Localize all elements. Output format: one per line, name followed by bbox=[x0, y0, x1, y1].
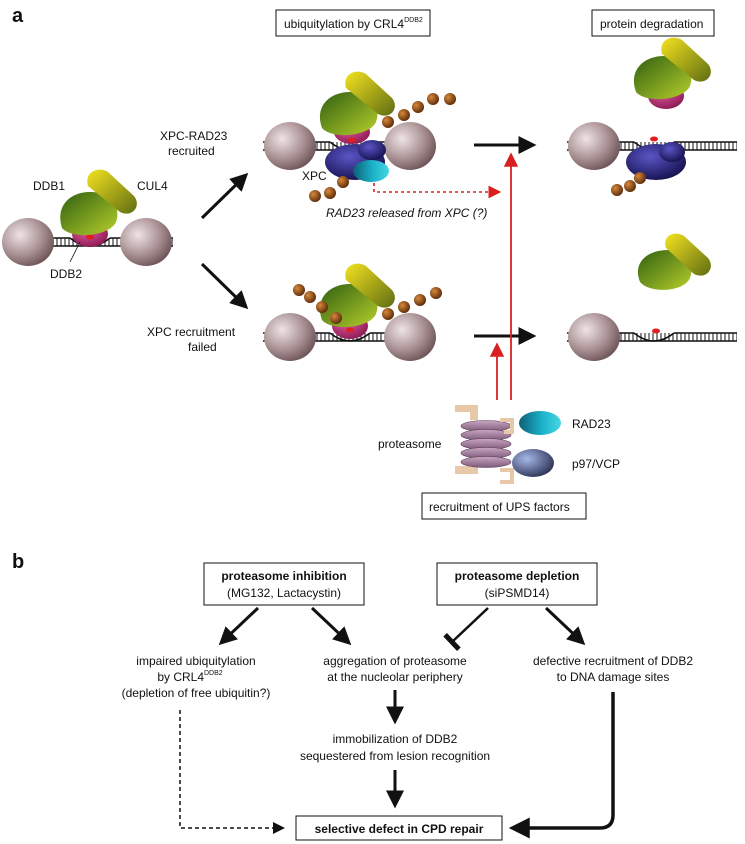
ubiquitin bbox=[382, 308, 394, 320]
inhibition-box: proteasome inhibition (MG132, Lactacysti… bbox=[203, 562, 365, 606]
degradation-complex-top bbox=[567, 37, 737, 196]
label-ddb1: DDB1 bbox=[33, 179, 65, 193]
label-ddb2: DDB2 bbox=[50, 267, 82, 281]
inhibition-detail: (MG132, Lactacystin) bbox=[227, 586, 341, 600]
cul4-protein bbox=[345, 71, 395, 116]
ddb1-protein bbox=[60, 192, 118, 236]
selective-defect-box: selective defect in CPD repair bbox=[295, 815, 503, 841]
ubiquitin bbox=[382, 116, 394, 128]
ddb1-protein bbox=[633, 56, 692, 100]
degradation-complex-bottom bbox=[567, 233, 737, 361]
ubiquitin bbox=[309, 190, 321, 202]
label-xpc-failed-line1: XPC recruitment bbox=[147, 325, 236, 339]
proteasome-icon bbox=[455, 405, 514, 484]
cul4-protein bbox=[661, 37, 711, 82]
ubiquitin bbox=[624, 180, 636, 192]
header-ubiquitylation-sup: DDB2 bbox=[404, 17, 423, 24]
recruitment-ups-box: recruitment of UPS factors bbox=[421, 492, 587, 520]
ubiquitin bbox=[427, 93, 439, 105]
histone-left bbox=[568, 122, 620, 170]
label-xpc-rad23-line1: XPC-RAD23 bbox=[160, 129, 228, 143]
label-proteasome: proteasome bbox=[378, 437, 442, 451]
ubiquitylated-complex-with-xpc bbox=[263, 71, 456, 202]
ubiquitin bbox=[316, 301, 328, 313]
ddb1-protein bbox=[319, 92, 378, 136]
histone-left bbox=[264, 122, 316, 170]
label-rad23-released: RAD23 released from XPC (?) bbox=[326, 206, 487, 220]
ubiquitin bbox=[304, 291, 316, 303]
ubiquitin bbox=[293, 284, 305, 296]
arrow-up-branch bbox=[200, 172, 249, 220]
header-ubiquitylation-text: ubiquitylation by CRL4 bbox=[284, 17, 404, 31]
impaired-line2-sup: DDB2 bbox=[204, 670, 223, 677]
legend-rad23: RAD23 bbox=[572, 417, 611, 431]
svg-text:ubiquitylation by CRL4DDB2: ubiquitylation by CRL4DDB2 bbox=[284, 17, 423, 31]
recruitment-ups-text: recruitment of UPS factors bbox=[429, 500, 570, 514]
histone-left bbox=[264, 313, 316, 361]
panel-a-letter: a bbox=[12, 5, 24, 27]
label-cul4: CUL4 bbox=[137, 179, 168, 193]
ubiquitylated-complex-no-xpc bbox=[263, 263, 442, 361]
histone-right bbox=[120, 218, 172, 266]
cul4-protein bbox=[665, 233, 711, 276]
aggregation-line1: aggregation of proteasome bbox=[323, 654, 467, 668]
arrow-defective-to-defect bbox=[508, 692, 615, 839]
cul4-protein bbox=[345, 263, 395, 308]
dashed-arrow-impaired-to-defect bbox=[179, 710, 285, 834]
defective-line2: to DNA damage sites bbox=[557, 670, 670, 684]
ubiquitin bbox=[611, 184, 623, 196]
rad23-protein bbox=[353, 160, 389, 182]
panel-b-letter: b bbox=[12, 551, 24, 573]
immobilization-line1: immobilization of DDB2 bbox=[333, 732, 458, 746]
header-degradation-text: protein degradation bbox=[600, 17, 703, 31]
impaired-line2: by CRL4 bbox=[157, 670, 204, 684]
ubiquitin bbox=[330, 312, 342, 324]
p97-legend-icon bbox=[512, 449, 554, 477]
inhibit-depletion-to-aggregation bbox=[443, 607, 489, 651]
header-ubiquitylation-box: ubiquitylation by CRL4DDB2 bbox=[275, 9, 431, 37]
ubiquitin bbox=[398, 301, 410, 313]
ubiquitin bbox=[430, 287, 442, 299]
arrow-down-branch bbox=[200, 262, 249, 310]
cul4-protein bbox=[87, 169, 137, 214]
header-degradation-box: protein degradation bbox=[591, 9, 715, 37]
initial-ddb2-complex bbox=[2, 169, 173, 266]
svg-text:by CRL4DDB2: by CRL4DDB2 bbox=[157, 670, 222, 684]
histone-left bbox=[2, 218, 54, 266]
legend-p97: p97/VCP bbox=[572, 457, 620, 471]
defective-line1: defective recruitment of DDB2 bbox=[533, 654, 693, 668]
selective-defect-text: selective defect in CPD repair bbox=[315, 822, 484, 836]
label-xpc: XPC bbox=[302, 169, 327, 183]
ubiquitin bbox=[398, 109, 410, 121]
histone-left bbox=[568, 313, 620, 361]
aggregation-line2: at the nucleolar periphery bbox=[327, 670, 462, 684]
impaired-line1: impaired ubiquitylation bbox=[136, 654, 255, 668]
ubiquitin bbox=[337, 176, 349, 188]
depletion-detail: (siPSMD14) bbox=[485, 586, 550, 600]
label-xpc-failed-line2: failed bbox=[188, 340, 217, 354]
immobilization-line2: sequestered from lesion recognition bbox=[300, 749, 490, 763]
arrow-inhibition-to-impaired bbox=[218, 606, 260, 646]
arrow-inhibition-to-aggregation bbox=[310, 606, 352, 646]
ubiquitin bbox=[412, 101, 424, 113]
histone-right bbox=[384, 122, 436, 170]
depletion-title: proteasome depletion bbox=[455, 569, 580, 583]
depletion-box: proteasome depletion (siPSMD14) bbox=[436, 562, 598, 606]
label-xpc-rad23-line2: recruited bbox=[168, 144, 215, 158]
ubiquitin bbox=[414, 294, 426, 306]
arrow-depletion-to-defective bbox=[544, 606, 586, 646]
rad23-release-arrow bbox=[373, 183, 502, 199]
inhibition-title: proteasome inhibition bbox=[221, 569, 346, 583]
ubiquitin bbox=[634, 172, 646, 184]
ubiquitin bbox=[444, 93, 456, 105]
ddb1-protein bbox=[637, 250, 692, 290]
histone-right bbox=[384, 313, 436, 361]
impaired-line3: (depletion of free ubiquitin?) bbox=[122, 686, 271, 700]
rad23-legend-icon bbox=[519, 411, 561, 435]
ubiquitin bbox=[324, 187, 336, 199]
